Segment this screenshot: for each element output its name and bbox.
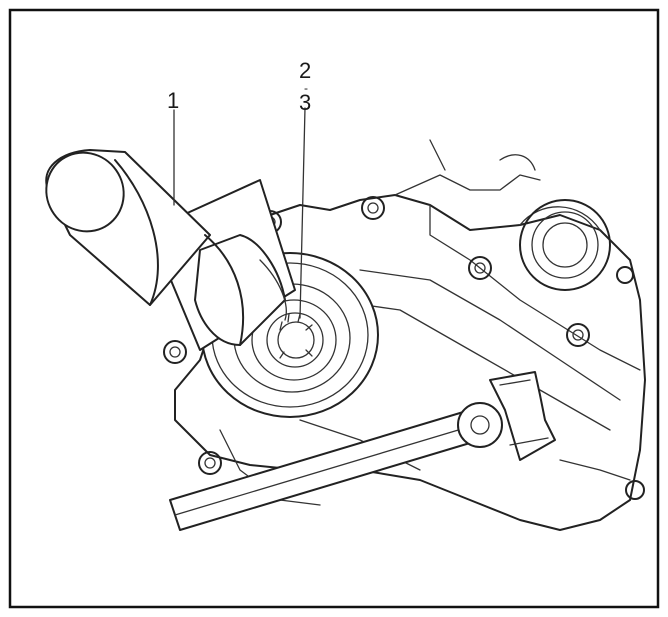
- installer-tool: [45, 149, 296, 351]
- right-boss: [519, 199, 611, 291]
- housing: [174, 139, 646, 531]
- leader-line-2-3: [299, 107, 306, 319]
- callout-1: 1: [167, 88, 179, 113]
- callout-2: 2: [299, 58, 311, 83]
- figure-border: [8, 8, 660, 609]
- callout-dash: -: [304, 81, 308, 95]
- callout-3: 3: [299, 90, 311, 115]
- wrench: [169, 371, 556, 531]
- leader-lines: [173, 107, 306, 319]
